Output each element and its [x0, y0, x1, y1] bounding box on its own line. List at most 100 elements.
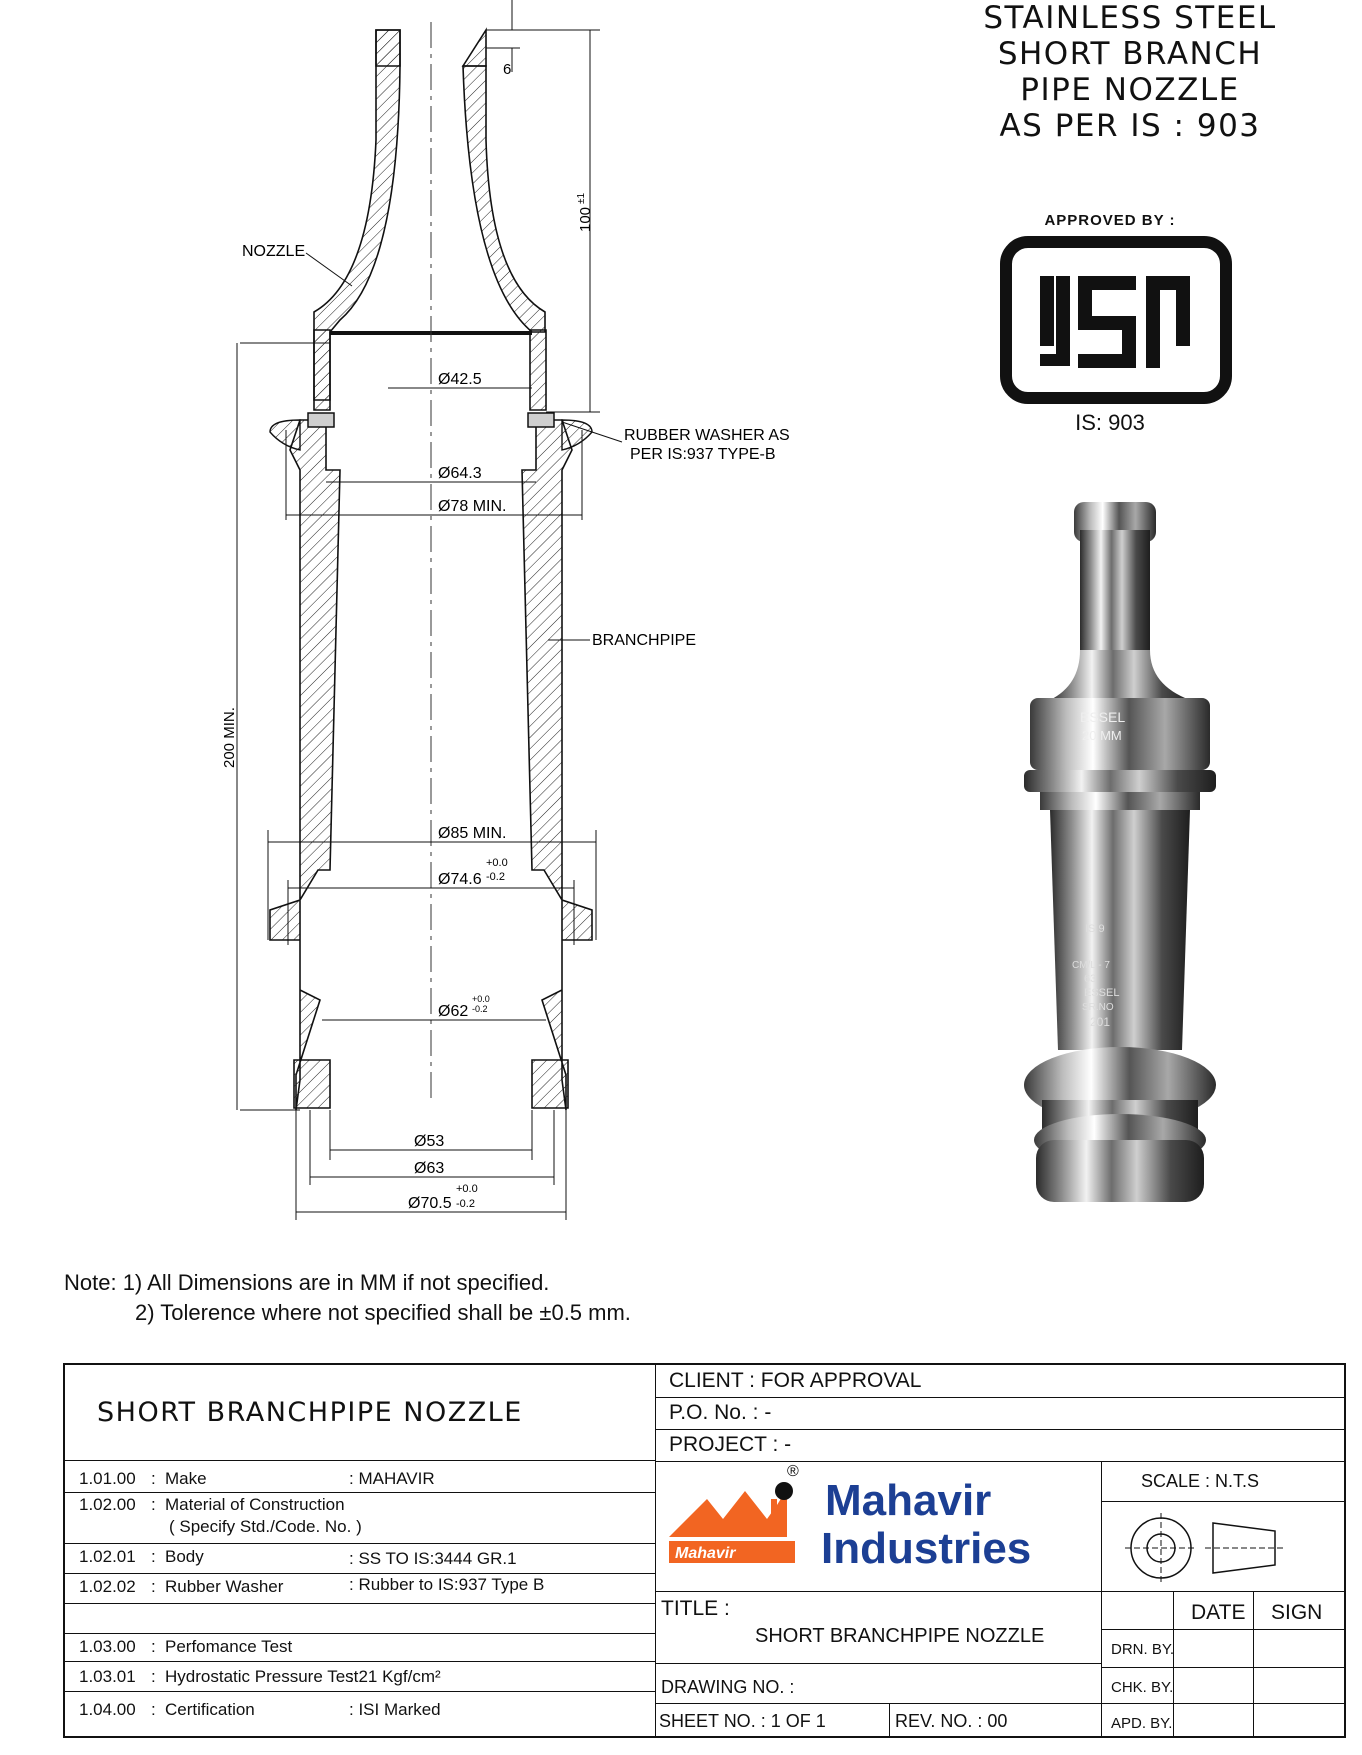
row-sep-4: :	[151, 1577, 156, 1596]
product-photo: ESSEL 20 MM IS 9 CM/L - 7 63 ESSEL SR.NO…	[1024, 502, 1216, 1202]
drn-by: DRN. BY.	[1111, 1641, 1175, 1658]
row-label-3: Body	[165, 1547, 204, 1566]
dim-85: Ø85 MIN.	[438, 825, 506, 842]
row-value-3: : SS TO IS:3444 GR.1	[349, 1549, 517, 1568]
row-no-4: 1.02.02	[79, 1577, 136, 1596]
dim-42-5: Ø42.5	[438, 371, 482, 388]
row-label-8: Certification	[165, 1700, 255, 1719]
dim-62-tol-dn: -0.2	[472, 1004, 488, 1014]
photo-engrave-5: SR.NO	[1082, 1002, 1114, 1013]
mahavir-logo-icon: Mahavir	[669, 1482, 795, 1563]
row-value-1: : MAHAVIR	[349, 1469, 435, 1488]
photo-engrave-1: IS 9	[1085, 923, 1105, 935]
note-2: 2) Tolerence where not specified shall b…	[135, 1300, 631, 1325]
row-no-3: 1.02.01	[79, 1547, 136, 1566]
dim-74-6: Ø74.6	[438, 871, 482, 888]
rubber-washer-left	[307, 412, 335, 428]
title-line-3: PIPE NOZZLE	[1020, 72, 1240, 108]
project-field: PROJECT : -	[669, 1433, 792, 1456]
notes: Note: 1) All Dimensions are in MM if not…	[64, 1268, 631, 1328]
row-label-7: Hydrostatic Pressure Test	[165, 1667, 359, 1686]
dim-62: Ø62	[438, 1003, 468, 1020]
dim-100: 100	[577, 207, 594, 232]
dim-200: 200 MIN.	[221, 707, 238, 768]
po-field: P.O. No. : -	[669, 1401, 772, 1424]
dim-74-6-tol-up: +0.0	[486, 857, 508, 869]
photo-engrave-3: 63	[1084, 973, 1096, 985]
row-value-8: : ISI Marked	[349, 1700, 441, 1719]
dim-70-5-tol-up: +0.0	[456, 1183, 478, 1195]
drawing-no-label: DRAWING NO. :	[661, 1677, 795, 1697]
row-label-1: Make	[165, 1469, 207, 1488]
row-label-2: Material of Construction	[165, 1495, 345, 1514]
row-sep-6: :	[151, 1637, 156, 1656]
dim-70-5-tol-dn: -0.2	[456, 1198, 475, 1210]
company-name-line2: Industries	[821, 1524, 1032, 1573]
isi-logo-icon	[1000, 236, 1232, 404]
dim-top-offset: 6	[503, 61, 511, 78]
row-sep-7: :	[151, 1667, 156, 1686]
rev-no: REV. NO. : 00	[895, 1711, 1008, 1731]
label-rubber-washer-2: PER IS:937 TYPE-B	[630, 446, 776, 463]
table-title: SHORT BRANCHPIPE NOZZLE	[97, 1397, 523, 1428]
thread-right	[529, 329, 547, 411]
photo-engrave-2: CM/L - 7	[1072, 960, 1110, 971]
title-line-1: STAINLESS STEEL	[983, 0, 1277, 36]
row-no-2: 1.02.00	[79, 1495, 136, 1514]
scale-field: SCALE : N.T.S	[1141, 1471, 1260, 1491]
row-no-7: 1.03.01	[79, 1667, 136, 1686]
title-table: SHORT BRANCHPIPE NOZZLE 1.01.00 : Make :…	[63, 1363, 1346, 1738]
dim-78: Ø78 MIN.	[438, 498, 506, 515]
dim-53: Ø53	[414, 1133, 444, 1150]
approved-by-label: APPROVED BY :	[1044, 212, 1176, 229]
drawing-title: STAINLESS STEEL SHORT BRANCH PIPE NOZZLE…	[870, 0, 1362, 144]
sign-header: SIGN	[1271, 1601, 1323, 1624]
label-nozzle: NOZZLE	[242, 243, 305, 260]
title-line-2: SHORT BRANCH	[997, 36, 1263, 72]
branchpipe-left-wall	[269, 419, 341, 1111]
company-name-line1: Mahavir	[825, 1476, 992, 1525]
dim-63: Ø63	[414, 1160, 444, 1177]
registered-mark: ®	[787, 1463, 799, 1480]
title-value: SHORT BRANCHPIPE NOZZLE	[755, 1625, 1045, 1647]
client-field: CLIENT : FOR APPROVAL	[669, 1369, 922, 1392]
dim-100-tol: ±1	[576, 193, 587, 204]
logo-word: Mahavir	[675, 1545, 736, 1562]
row-no-6: 1.03.00	[79, 1637, 136, 1656]
title-label: TITLE :	[661, 1597, 730, 1620]
rubber-washer-right	[527, 412, 555, 428]
isi-standard: IS: 903	[1075, 410, 1145, 435]
technical-drawing: NOZZLE RUBBER WASHER AS PER IS:937 TYPE-…	[221, 0, 790, 1220]
apd-by: APD. BY.	[1111, 1715, 1173, 1732]
dim-62-tol-up: +0.0	[472, 994, 490, 1004]
date-header: DATE	[1191, 1601, 1246, 1624]
dim-64-3: Ø64.3	[438, 465, 482, 482]
dim-70-5: Ø70.5	[408, 1195, 452, 1212]
row-sep-8: :	[151, 1700, 156, 1719]
photo-engrave-6: 201	[1090, 1015, 1110, 1029]
nozzle-right-wall	[462, 65, 546, 333]
branchpipe-right-wall	[521, 419, 593, 1111]
nozzle-left-wall	[313, 29, 401, 401]
row-value-4: : Rubber to IS:937 Type B	[349, 1575, 545, 1594]
row-sep-1: :	[151, 1469, 156, 1488]
row-label-2b: ( Specify Std./Code. No. )	[169, 1517, 362, 1536]
thread-left	[313, 329, 331, 411]
chk-by: CHK. BY.	[1111, 1679, 1174, 1696]
photo-brand: ESSEL	[1080, 709, 1125, 725]
row-sep-3: :	[151, 1547, 156, 1566]
photo-size: 20 MM	[1082, 728, 1122, 743]
label-branchpipe: BRANCHPIPE	[592, 632, 696, 649]
sheet-no: SHEET NO. : 1 OF 1	[659, 1711, 826, 1731]
row-label-6: Perfomance Test	[165, 1637, 293, 1656]
row-no-1: 1.01.00	[79, 1469, 136, 1488]
row-label-4: Rubber Washer	[165, 1577, 284, 1596]
dim-74-6-tol-dn: -0.2	[486, 871, 505, 883]
label-rubber-washer-1: RUBBER WASHER AS	[624, 427, 790, 444]
projection-symbol-icon	[1125, 1513, 1285, 1583]
row-sep-2: :	[151, 1495, 156, 1514]
title-line-4: AS PER IS : 903	[999, 108, 1261, 144]
row-no-8: 1.04.00	[79, 1700, 136, 1719]
photo-engrave-4: ESSEL	[1084, 987, 1119, 999]
row-value-7: : 21 Kgf/cm²	[349, 1667, 441, 1686]
